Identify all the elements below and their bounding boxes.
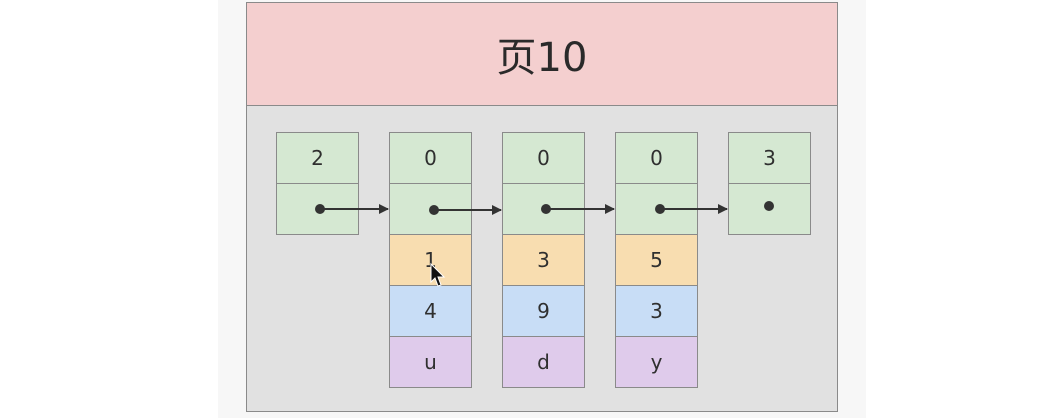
record-3-n-owned: 0 — [615, 132, 698, 184]
record-4-next-pointer — [728, 183, 811, 235]
page-title: 页10 — [247, 3, 837, 106]
record-2-key: 3 — [502, 234, 585, 286]
record-0-n-owned: 2 — [276, 132, 359, 184]
record-3-field2: 3 — [615, 285, 698, 337]
record-1-field3: u — [389, 336, 472, 388]
record-1-next-pointer — [389, 183, 472, 235]
record-1-field2: 4 — [389, 285, 472, 337]
record-2-field2: 9 — [502, 285, 585, 337]
record-2-next-pointer — [502, 183, 585, 235]
record-2-field3: d — [502, 336, 585, 388]
record-1-key: 1 — [389, 234, 472, 286]
record-3-field3: y — [615, 336, 698, 388]
record-1-n-owned: 0 — [389, 132, 472, 184]
record-4-n-owned: 3 — [728, 132, 811, 184]
record-3-next-pointer — [615, 183, 698, 235]
record-0-next-pointer — [276, 183, 359, 235]
record-3-key: 5 — [615, 234, 698, 286]
record-2-n-owned: 0 — [502, 132, 585, 184]
